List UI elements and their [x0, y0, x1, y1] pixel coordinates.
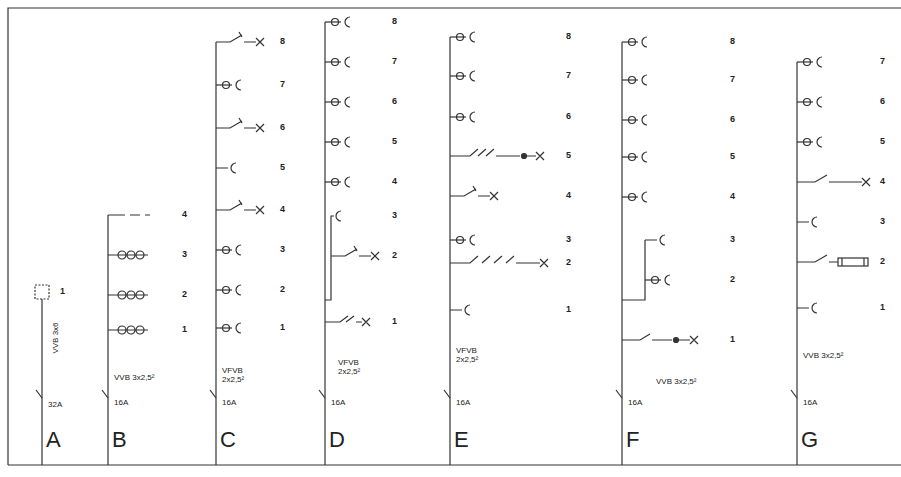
callout-number: 5 — [280, 163, 285, 173]
callout-number: 3 — [392, 211, 397, 221]
callout-number: 1 — [880, 303, 885, 313]
cable-label: VFVB 2x2,5² — [456, 347, 492, 365]
callout-number: 5 — [880, 137, 885, 147]
breaker-rating: 16A — [456, 399, 470, 408]
callout-number: 1 — [280, 323, 285, 333]
cable-label: VVB 3x2,5² — [114, 374, 154, 383]
callout-number: 8 — [566, 32, 571, 42]
callout-number: 7 — [730, 75, 735, 85]
breaker-rating: 16A — [114, 399, 128, 408]
callout-number: 6 — [566, 112, 571, 122]
breaker-rating: 16A — [628, 399, 642, 408]
callout-number: 4 — [182, 210, 187, 220]
breaker-rating: 16A — [222, 399, 236, 408]
callout-number: 7 — [566, 71, 571, 81]
cable-label: VVB 3x2,5² — [803, 352, 843, 361]
callout-number: 7 — [280, 80, 285, 90]
callout-number: 6 — [280, 123, 285, 133]
callout-number: 8 — [392, 17, 397, 27]
circuit-letter: E — [454, 428, 469, 452]
callout-number: 3 — [280, 245, 285, 255]
callout-number: 4 — [566, 191, 571, 201]
callout-number: 5 — [392, 137, 397, 147]
callout-number: 2 — [880, 257, 885, 267]
callout-number: 1 — [182, 325, 187, 335]
callout-number: 3 — [566, 235, 571, 245]
callout-number: 1 — [392, 317, 397, 327]
cable-label: VFVB 2x2,5² — [222, 367, 258, 385]
callout-number: 7 — [392, 57, 397, 67]
circuit-letter: B — [112, 428, 127, 452]
callout-number: 1 — [566, 305, 571, 315]
callout-number: 8 — [730, 37, 735, 47]
callout-number: 3 — [730, 235, 735, 245]
circuit-letter: C — [220, 428, 236, 452]
callout-number: 5 — [566, 151, 571, 161]
circuit-letter: D — [329, 428, 345, 452]
callout-number: 1 — [60, 287, 65, 297]
callout-number: 7 — [880, 57, 885, 67]
callout-number: 2 — [392, 251, 397, 261]
callout-number: 2 — [280, 285, 285, 295]
callout-number: 4 — [730, 192, 735, 202]
circuit-letter: A — [46, 428, 61, 452]
callout-number: 6 — [392, 97, 397, 107]
cable-label: VVB 3x2,5² — [656, 378, 696, 387]
cable-label: VVB 3x6 — [52, 322, 61, 353]
callout-number: 3 — [182, 250, 187, 260]
circuit-letter: G — [801, 428, 818, 452]
breaker-rating: 16A — [803, 399, 817, 408]
callout-number: 6 — [880, 97, 885, 107]
callout-number: 2 — [182, 290, 187, 300]
callout-number: 4 — [392, 177, 397, 187]
breaker-rating: 32A — [48, 401, 62, 410]
callout-number: 2 — [730, 275, 735, 285]
callout-number: 5 — [730, 152, 735, 162]
circuit-letter: F — [626, 428, 639, 452]
callout-number: 2 — [566, 258, 571, 268]
cable-label: VFVB 2x2,5² — [338, 359, 374, 377]
callout-number: 6 — [730, 115, 735, 125]
callout-number: 1 — [730, 335, 735, 345]
callout-number: 8 — [280, 37, 285, 47]
callout-number: 4 — [880, 177, 885, 187]
callout-number: 4 — [280, 205, 285, 215]
callout-number: 3 — [880, 217, 885, 227]
breaker-rating: 16A — [331, 399, 345, 408]
